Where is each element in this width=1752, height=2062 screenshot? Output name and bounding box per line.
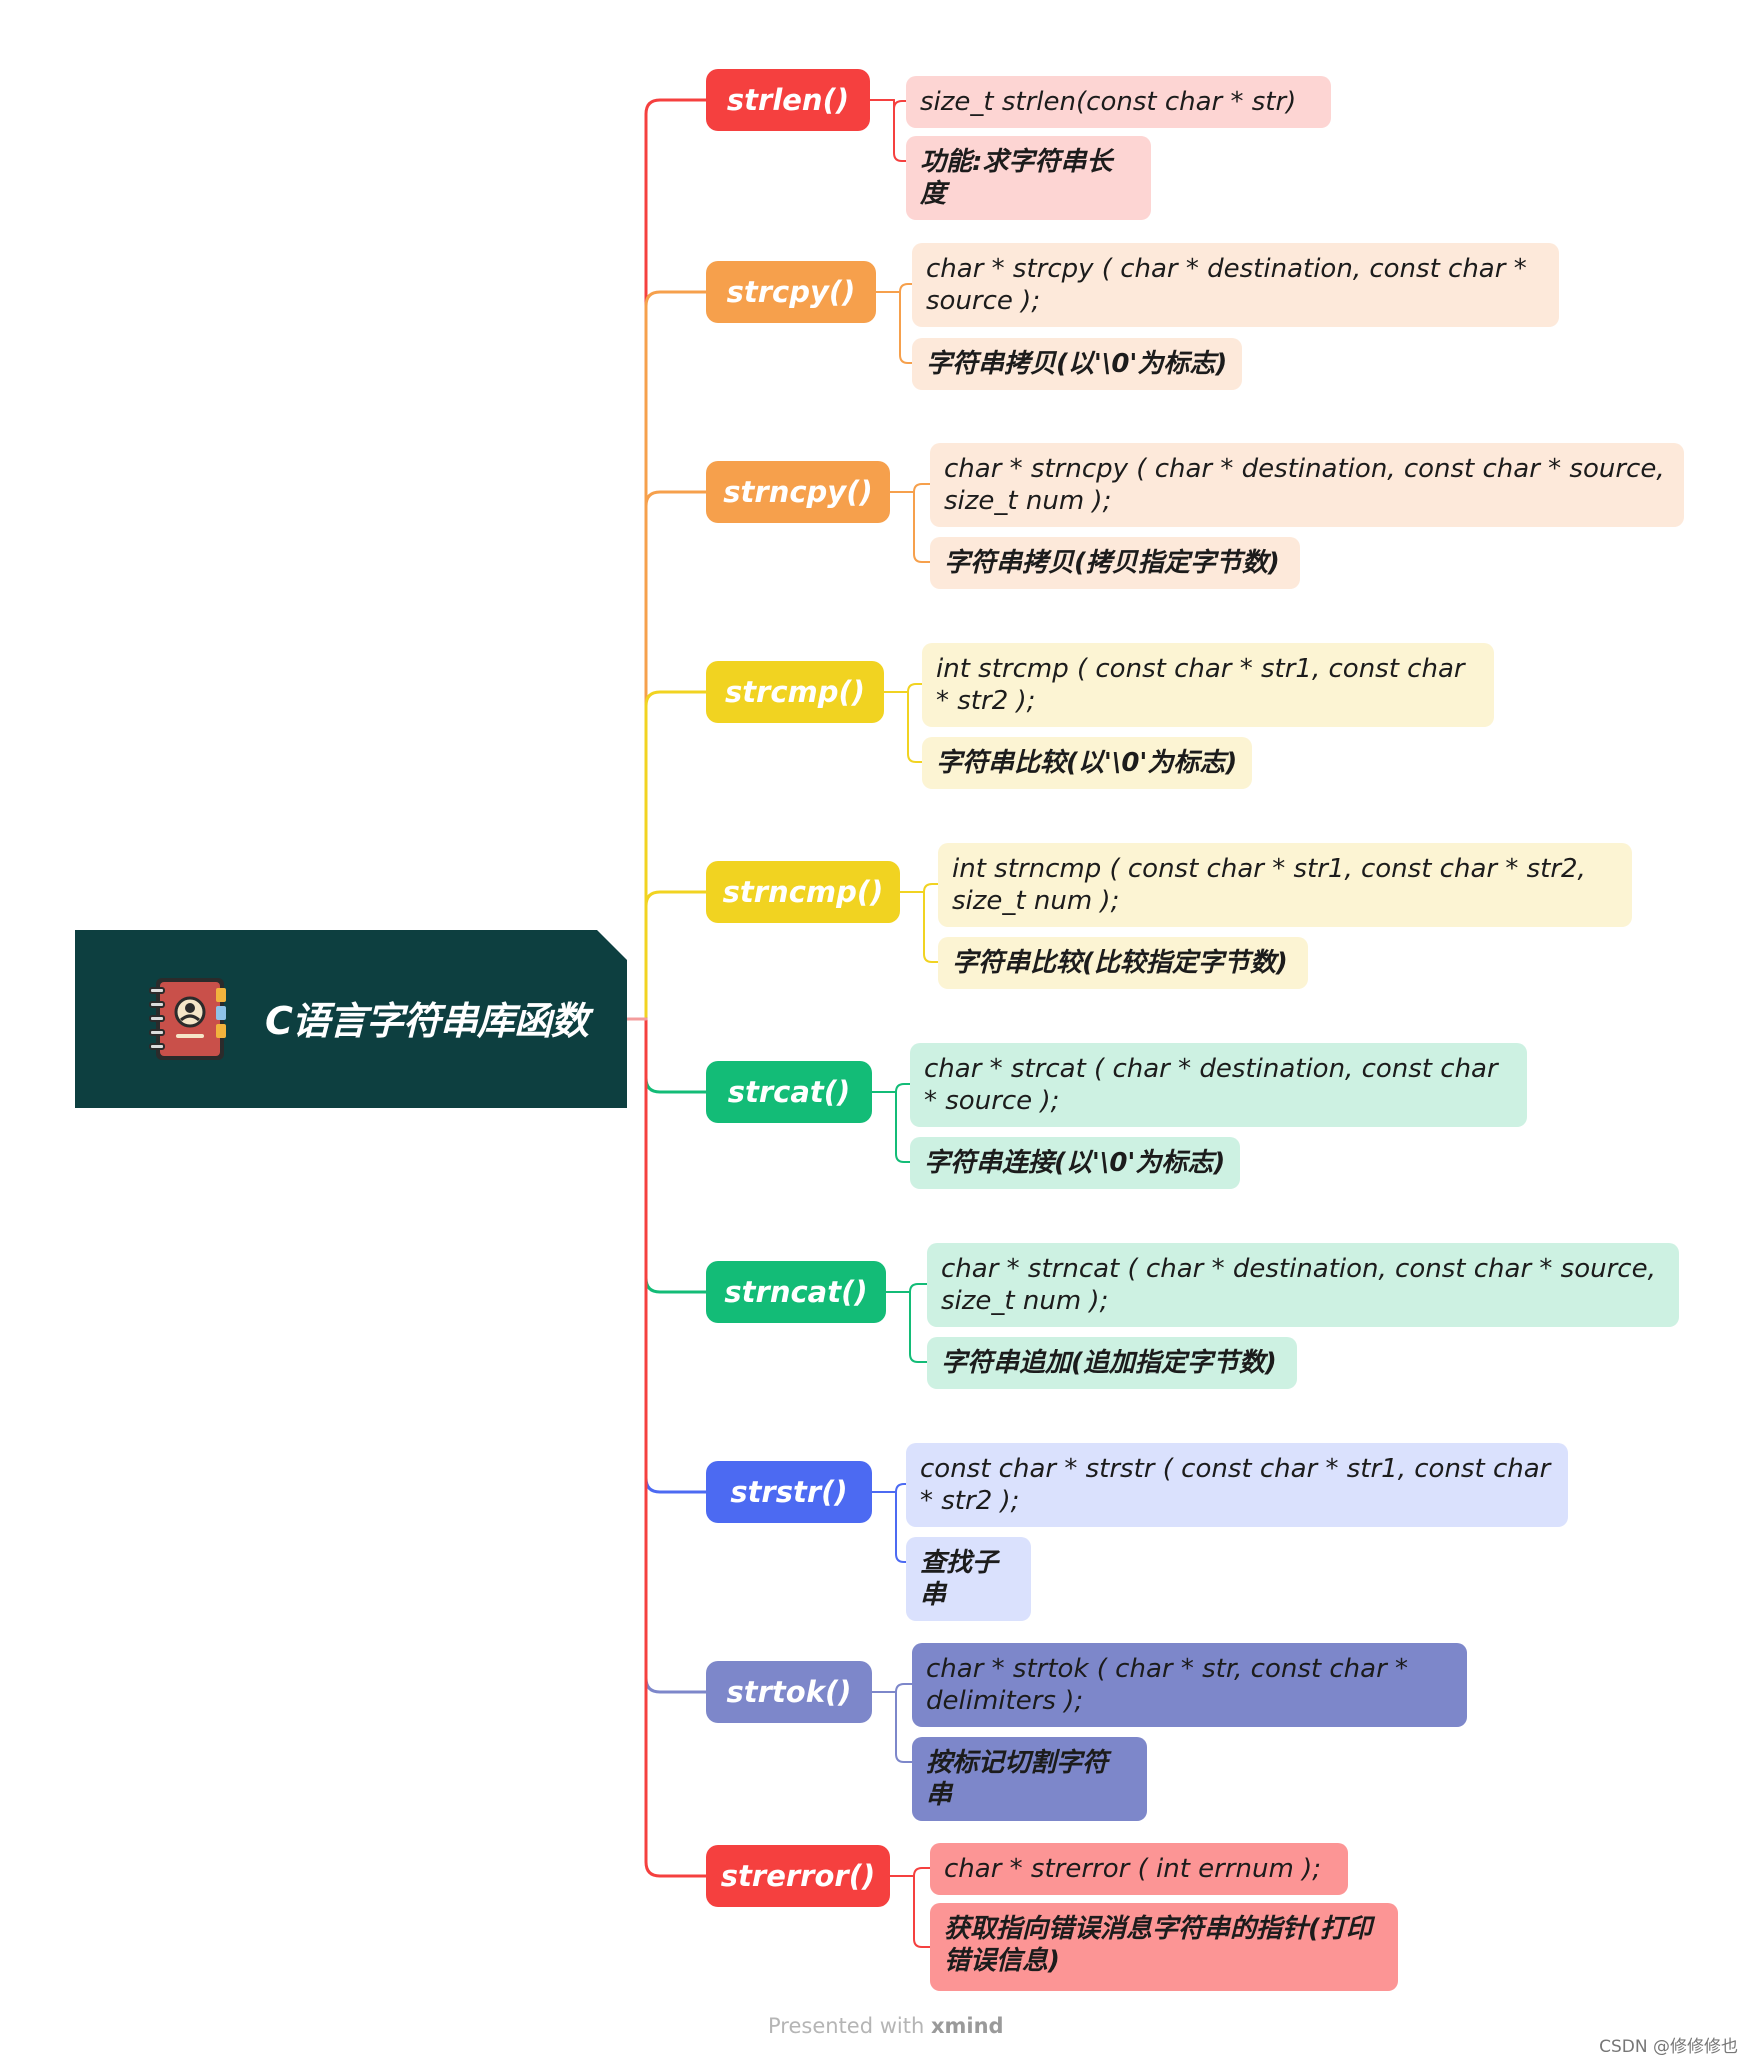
- leaf-line-desc-3: [907, 691, 923, 763]
- root-topic[interactable]: C语言字符串库函数: [75, 930, 627, 1108]
- branch-line-1: [644, 290, 708, 1021]
- description-leaf[interactable]: 查找子串: [906, 1537, 1031, 1621]
- leaf-line-desc-7: [895, 1491, 907, 1563]
- function-node-strncpy[interactable]: strncpy(): [706, 461, 890, 523]
- branch-line-8: [644, 1017, 708, 1694]
- function-node-strlen[interactable]: strlen(): [706, 69, 870, 131]
- function-node-strcmp[interactable]: strcmp(): [706, 661, 884, 723]
- branch-line-2: [644, 490, 708, 1021]
- description-leaf[interactable]: 字符串比较(以'\0'为标志): [922, 737, 1252, 789]
- description-leaf[interactable]: 字符串追加(追加指定字节数): [927, 1337, 1297, 1389]
- leaf-line-code-0: [893, 99, 907, 110]
- function-node-strtok[interactable]: strtok(): [706, 1661, 872, 1723]
- leaf-line-code-2: [913, 483, 931, 493]
- footer-prefix: Presented with: [768, 2014, 925, 2038]
- branch-line-4: [644, 890, 708, 1021]
- leaf-line-code-4: [923, 883, 939, 893]
- footer-brand: xmind: [930, 2014, 1004, 2038]
- description-leaf[interactable]: 按标记切割字符串: [912, 1737, 1147, 1821]
- signature-leaf[interactable]: char * strcat ( char * destination, cons…: [910, 1043, 1527, 1127]
- description-leaf[interactable]: 字符串拷贝(以'\0'为标志): [912, 338, 1242, 390]
- leaf-line-desc-4: [923, 891, 939, 963]
- branch-line-3: [644, 690, 708, 1021]
- signature-leaf[interactable]: char * strncat ( char * destination, con…: [927, 1243, 1679, 1327]
- description-leaf[interactable]: 字符串比较(比较指定字节数): [938, 937, 1308, 989]
- presented-with-footer: Presented with xmind: [768, 2014, 1004, 2038]
- signature-leaf[interactable]: char * strcpy ( char * destination, cons…: [912, 243, 1559, 327]
- leaf-line-code-1: [899, 283, 913, 293]
- description-leaf[interactable]: 字符串连接(以'\0'为标志): [910, 1137, 1240, 1189]
- leaf-line-desc-1: [899, 291, 913, 364]
- description-leaf[interactable]: 字符串拷贝(拷贝指定字节数): [930, 537, 1300, 589]
- branch-line-5: [644, 1017, 708, 1094]
- leaf-line-desc-8: [895, 1691, 913, 1763]
- function-node-strncmp[interactable]: strncmp(): [706, 861, 900, 923]
- signature-leaf[interactable]: char * strtok ( char * str, const char *…: [912, 1643, 1467, 1727]
- leaf-line-code-5: [895, 1083, 911, 1093]
- root-title: C语言字符串库函数: [265, 999, 589, 1043]
- notebook-icon: [149, 978, 226, 1060]
- function-node-strstr[interactable]: strstr(): [706, 1461, 872, 1523]
- author-credit: CSDN @修修修也: [1599, 2037, 1738, 2057]
- function-node-strcat[interactable]: strcat(): [706, 1061, 872, 1123]
- function-node-strerror[interactable]: strerror(): [706, 1845, 890, 1907]
- branch-line-0: [644, 98, 708, 1021]
- leaf-line-desc-6: [909, 1291, 928, 1363]
- signature-leaf[interactable]: char * strerror ( int errnum );: [930, 1843, 1348, 1895]
- branch-line-9: [644, 1017, 708, 1878]
- signature-leaf[interactable]: const char * strstr ( const char * str1,…: [906, 1443, 1568, 1527]
- leaf-line-code-7: [895, 1483, 907, 1493]
- leaf-line-code-9: [913, 1867, 931, 1877]
- leaf-line-code-6: [909, 1283, 928, 1293]
- leaf-line-code-8: [895, 1683, 913, 1693]
- branch-line-6: [644, 1017, 708, 1294]
- leaf-line-desc-9: [913, 1875, 931, 1948]
- description-leaf[interactable]: 功能:求字符串长度: [906, 136, 1151, 220]
- description-leaf[interactable]: 获取指向错误消息字符串的指针(打印错误信息): [930, 1903, 1398, 1991]
- leaf-line-desc-2: [913, 491, 931, 563]
- signature-leaf[interactable]: size_t strlen(const char * str): [906, 76, 1331, 128]
- leaf-line-code-3: [907, 683, 923, 693]
- leaf-line-desc-0: [893, 99, 907, 162]
- leaf-line-desc-5: [895, 1091, 911, 1163]
- function-node-strcpy[interactable]: strcpy(): [706, 261, 876, 323]
- signature-leaf[interactable]: int strncmp ( const char * str1, const c…: [938, 843, 1632, 927]
- signature-leaf[interactable]: int strcmp ( const char * str1, const ch…: [922, 643, 1494, 727]
- signature-leaf[interactable]: char * strncpy ( char * destination, con…: [930, 443, 1684, 527]
- function-node-strncat[interactable]: strncat(): [706, 1261, 886, 1323]
